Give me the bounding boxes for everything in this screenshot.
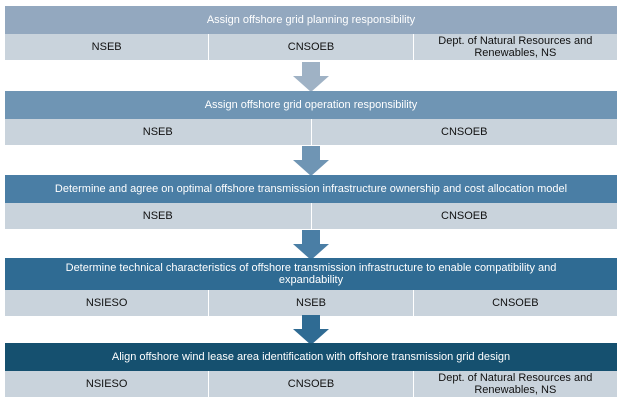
down-arrow-icon (293, 146, 329, 176)
step-3-owner: CNSOEB (311, 203, 617, 229)
step-4-header: Determine technical characteristics of o… (5, 258, 617, 290)
step-2-owner: CNSOEB (311, 119, 617, 145)
step-4-owner: NSIESO (5, 290, 210, 316)
step-5-header: Align offshore wind lease area identific… (5, 343, 617, 371)
down-arrow-icon (293, 62, 329, 92)
step-3: Determine and agree on optimal offshore … (5, 175, 617, 229)
step-4-owner: NSEB (209, 290, 414, 316)
step-5-owner: NSIESO (5, 371, 210, 397)
step-1-owner: NSEB (5, 34, 210, 60)
step-3-owners: NSEB CNSOEB (5, 203, 617, 229)
down-arrow-icon (293, 315, 329, 345)
step-2-owners: NSEB CNSOEB (5, 119, 617, 145)
step-2-header: Assign offshore grid operation responsib… (5, 91, 617, 119)
step-4: Determine technical characteristics of o… (5, 258, 617, 316)
step-1: Assign offshore grid planning responsibi… (5, 6, 617, 60)
step-2: Assign offshore grid operation responsib… (5, 91, 617, 145)
step-3-header: Determine and agree on optimal offshore … (5, 175, 617, 203)
step-3-owner: NSEB (5, 203, 312, 229)
step-1-header: Assign offshore grid planning responsibi… (5, 6, 617, 34)
step-5-owners: NSIESO CNSOEB Dept. of Natural Resources… (5, 371, 617, 397)
step-5: Align offshore wind lease area identific… (5, 343, 617, 397)
step-1-owner: CNSOEB (209, 34, 414, 60)
step-5-owner: Dept. of Natural Resources and Renewable… (413, 371, 617, 397)
step-4-owner: CNSOEB (413, 290, 617, 316)
down-arrow-icon (293, 230, 329, 260)
step-4-owners: NSIESO NSEB CNSOEB (5, 290, 617, 316)
step-1-owner: Dept. of Natural Resources and Renewable… (413, 34, 617, 60)
step-1-owners: NSEB CNSOEB Dept. of Natural Resources a… (5, 34, 617, 60)
step-5-owner: CNSOEB (209, 371, 414, 397)
step-2-owner: NSEB (5, 119, 312, 145)
